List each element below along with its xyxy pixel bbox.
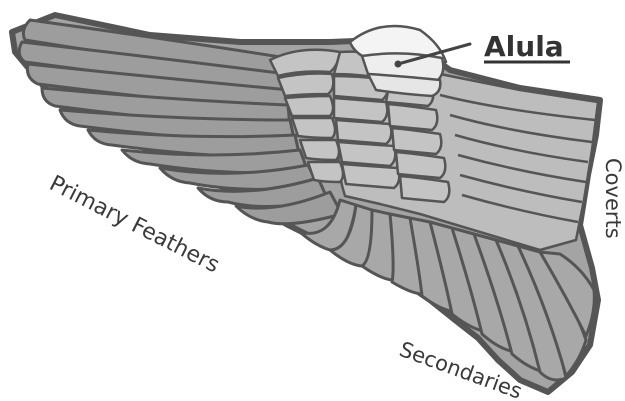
covert-feather — [334, 98, 387, 122]
primary-feathers-label: Primary Feathers — [45, 171, 223, 278]
covert-feather — [396, 152, 445, 178]
covert-feather — [342, 164, 399, 188]
covert-feather — [338, 142, 395, 166]
covert-feather — [392, 128, 441, 154]
covert-feather — [278, 74, 333, 97]
alula-label: Alula — [484, 30, 564, 63]
covert-feather — [308, 162, 343, 182]
covert-feather — [292, 118, 335, 138]
alula-pointer-dot — [395, 61, 402, 68]
covert-feather — [336, 120, 391, 144]
covert-feather — [285, 96, 333, 116]
coverts-label: Coverts — [601, 158, 625, 239]
covert-feather — [388, 104, 437, 130]
covert-feather — [300, 140, 339, 160]
covert-feather — [400, 176, 449, 202]
